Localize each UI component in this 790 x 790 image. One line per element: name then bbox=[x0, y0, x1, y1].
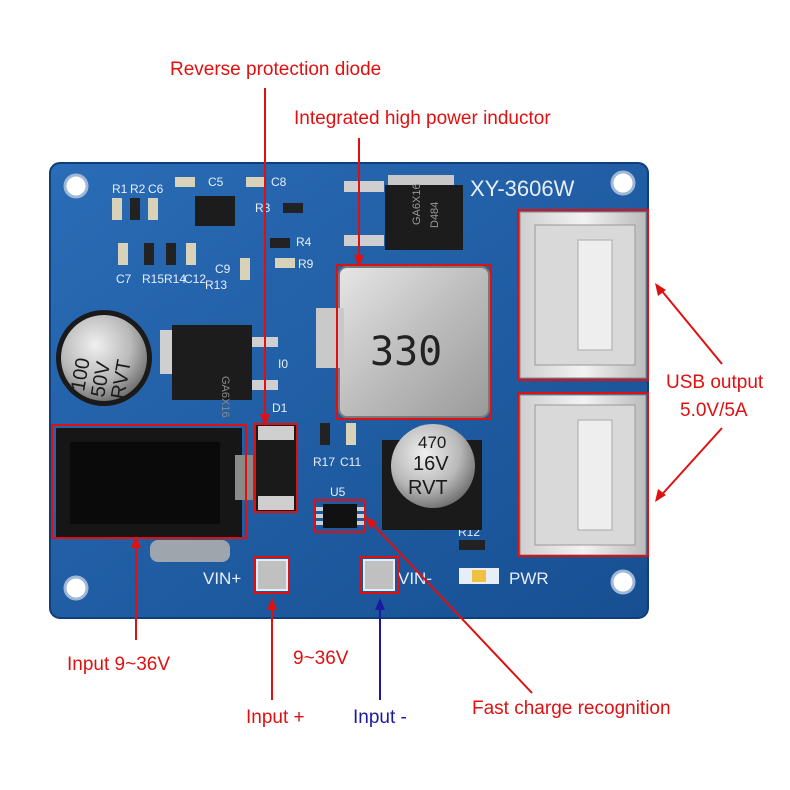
line-usb-bottom bbox=[656, 427, 723, 501]
arrow-input-minus bbox=[375, 598, 385, 610]
silk-r15: R15 bbox=[142, 272, 164, 286]
annotation-labels: Reverse protection diode Integrated high… bbox=[67, 59, 764, 728]
board-model-label: XY-3606W bbox=[470, 176, 575, 201]
cap2-voltage: 16V bbox=[413, 453, 449, 475]
silk-c6: C6 bbox=[148, 182, 164, 196]
silk-c9: C9 bbox=[215, 262, 231, 276]
silk-r9: R9 bbox=[298, 257, 314, 271]
silk-c12: C12 bbox=[184, 272, 206, 286]
arrow-usb-top bbox=[655, 283, 666, 296]
arrow-input-range bbox=[131, 536, 141, 548]
highlight-inductor bbox=[336, 264, 492, 420]
smd-components bbox=[112, 177, 485, 550]
silk-vin-minus: VIN- bbox=[398, 569, 432, 588]
dc-barrel-jack bbox=[56, 428, 253, 562]
ic-marking-left: GA6X16 bbox=[219, 376, 231, 418]
arrow-reverse-diode bbox=[260, 414, 270, 426]
vin-pads: VIN+ VIN- PWR bbox=[203, 559, 549, 591]
silk-c8: C8 bbox=[271, 175, 287, 189]
silk-c11: C11 bbox=[340, 455, 361, 469]
arrow-usb-bottom bbox=[655, 489, 666, 502]
silk-r17: R17 bbox=[313, 455, 335, 469]
inductor-marking: 330 bbox=[370, 329, 442, 375]
highlight-usb-top bbox=[517, 209, 649, 381]
silk-r3: R3 bbox=[255, 201, 271, 215]
electrolytic-capacitor-470uf: 470 16V RVT bbox=[382, 424, 482, 530]
annotation-lines bbox=[135, 88, 723, 700]
label-reverse-diode: Reverse protection diode bbox=[170, 59, 381, 80]
silk-pwr: PWR bbox=[509, 569, 549, 588]
silk-r13: R13 bbox=[205, 278, 227, 292]
arrow-input-plus bbox=[267, 598, 277, 610]
highlight-dc-jack bbox=[51, 424, 247, 539]
line-fast-charge bbox=[364, 515, 533, 694]
protection-diode bbox=[256, 424, 296, 512]
silk-i0: I0 bbox=[278, 357, 288, 371]
highlight-vin-minus bbox=[359, 556, 399, 594]
regulator-ic-top: GA6X16 D484 bbox=[344, 175, 463, 250]
silk-c5: C5 bbox=[208, 175, 224, 189]
silk-d1: D1 bbox=[272, 401, 288, 415]
silk-r4: R4 bbox=[296, 235, 312, 249]
usb-port-bottom bbox=[519, 394, 647, 556]
label-inductor: Integrated high power inductor bbox=[294, 108, 551, 129]
mosfet-left: GA6X16 bbox=[160, 325, 278, 418]
usb-port-top bbox=[519, 211, 647, 379]
silk-vin-plus: VIN+ bbox=[203, 569, 241, 588]
arrow-fast-charge bbox=[366, 517, 377, 529]
label-input-minus: Input - bbox=[353, 707, 407, 728]
highlight-diode bbox=[254, 423, 298, 513]
mounting-hole bbox=[63, 173, 89, 199]
mounting-hole bbox=[610, 569, 636, 595]
silk-r2: R2 bbox=[130, 182, 146, 196]
cap2-series: RVT bbox=[408, 477, 448, 499]
highlight-vin-plus bbox=[254, 556, 290, 594]
silk-r1: R1 bbox=[112, 182, 128, 196]
label-input-range: Input 9~36V bbox=[67, 654, 170, 675]
arrow-inductor bbox=[354, 255, 364, 267]
label-input-plus: Input + bbox=[246, 707, 305, 728]
label-mid-range: 9~36V bbox=[293, 648, 349, 669]
power-inductor: 330 bbox=[316, 266, 490, 418]
mounting-hole bbox=[63, 575, 89, 601]
highlight-usb-bottom bbox=[517, 392, 649, 557]
label-usb-voltage: 5.0V/5A bbox=[680, 400, 748, 421]
silk-c7: C7 bbox=[116, 272, 132, 286]
electrolytic-capacitor-100uf: 100 50V RVT bbox=[56, 310, 152, 406]
label-usb-output: USB output bbox=[666, 372, 764, 393]
annotation-arrows bbox=[131, 255, 666, 610]
ic-marking-top: GA6X16 bbox=[411, 183, 423, 225]
highlight-boxes bbox=[51, 209, 649, 594]
label-fast-charge: Fast charge recognition bbox=[472, 698, 671, 719]
line-usb-top bbox=[656, 284, 723, 365]
mounting-hole bbox=[610, 170, 636, 196]
ic-code-top: D484 bbox=[429, 202, 441, 228]
silk-r14: R14 bbox=[164, 272, 186, 286]
cap2-value: 470 bbox=[418, 433, 446, 452]
silk-u5: U5 bbox=[330, 485, 346, 499]
fast-charge-ic: U5 bbox=[316, 485, 364, 528]
